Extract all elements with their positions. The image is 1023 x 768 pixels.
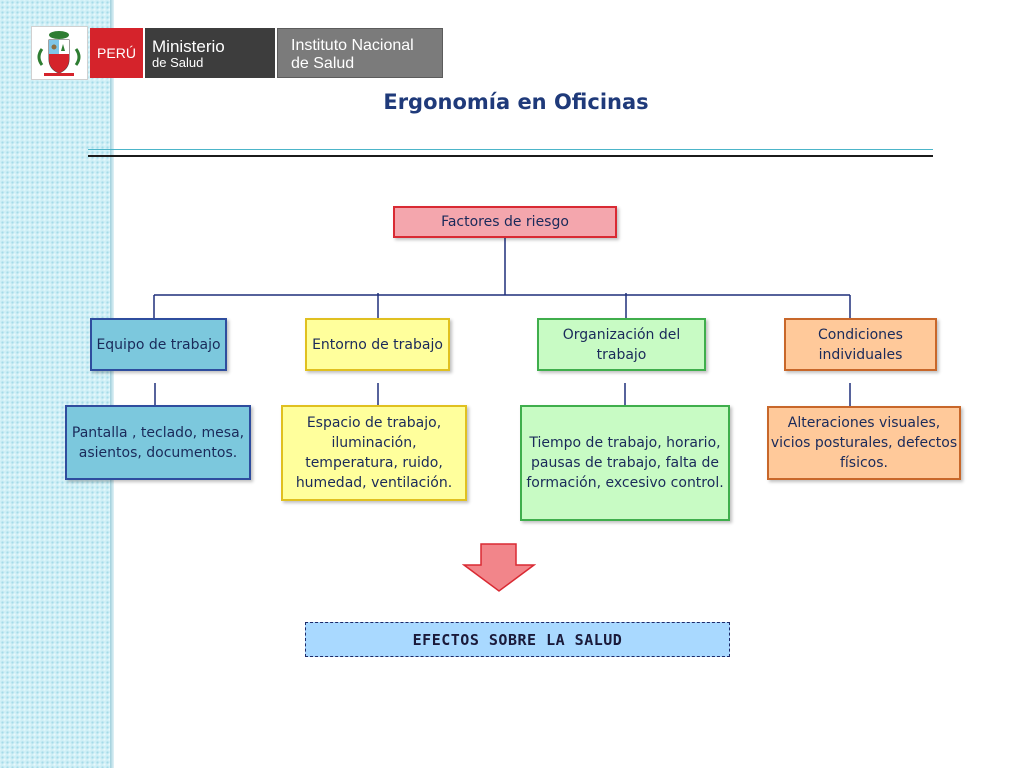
detail-equipment-node: Pantalla , teclado, mesa, asientos, docu… xyxy=(65,405,251,480)
detail-environment-node: Espacio de trabajo, iluminación, tempera… xyxy=(281,405,467,501)
category-individual-node: Condiciones individuales xyxy=(784,318,937,371)
side-decoration-strip xyxy=(0,0,110,768)
title-divider-thin xyxy=(88,149,933,150)
logo-institute-tile: Instituto Nacional de Salud xyxy=(277,28,443,78)
logo-institute-line1: Instituto Nacional xyxy=(291,37,414,54)
category-environment-node: Entorno de trabajo xyxy=(305,318,450,371)
title-divider-thick xyxy=(88,155,933,157)
logo-ministry-tile: Ministerio de Salud xyxy=(145,28,275,78)
detail-individual-node: Alteraciones visuales, vicios posturales… xyxy=(767,406,961,480)
detail-organization-node: Tiempo de trabajo, horario, pausas de tr… xyxy=(520,405,730,521)
logo-institute-line2: de Salud xyxy=(291,55,355,72)
down-arrow-icon xyxy=(462,543,536,592)
category-equipment-node: Equipo de trabajo xyxy=(90,318,227,371)
category-organization-node: Organización del trabajo xyxy=(537,318,706,371)
logo-ministry-line1: Ministerio xyxy=(152,37,225,56)
health-effects-banner: EFECTOS SOBRE LA SALUD xyxy=(305,622,730,657)
coat-of-arms-icon xyxy=(31,26,88,80)
page-title: Ergonomía en Oficinas xyxy=(383,90,649,114)
side-decoration-edge xyxy=(110,0,114,768)
risk-factors-node: Factores de riesgo xyxy=(393,206,617,238)
logo-peru-tile: PERÚ xyxy=(90,28,143,78)
ministry-logo: PERÚ Ministerio de Salud Instituto Nacio… xyxy=(31,26,443,80)
logo-ministry-line2: de Salud xyxy=(152,55,204,70)
logo-country-text: PERÚ xyxy=(97,45,136,61)
